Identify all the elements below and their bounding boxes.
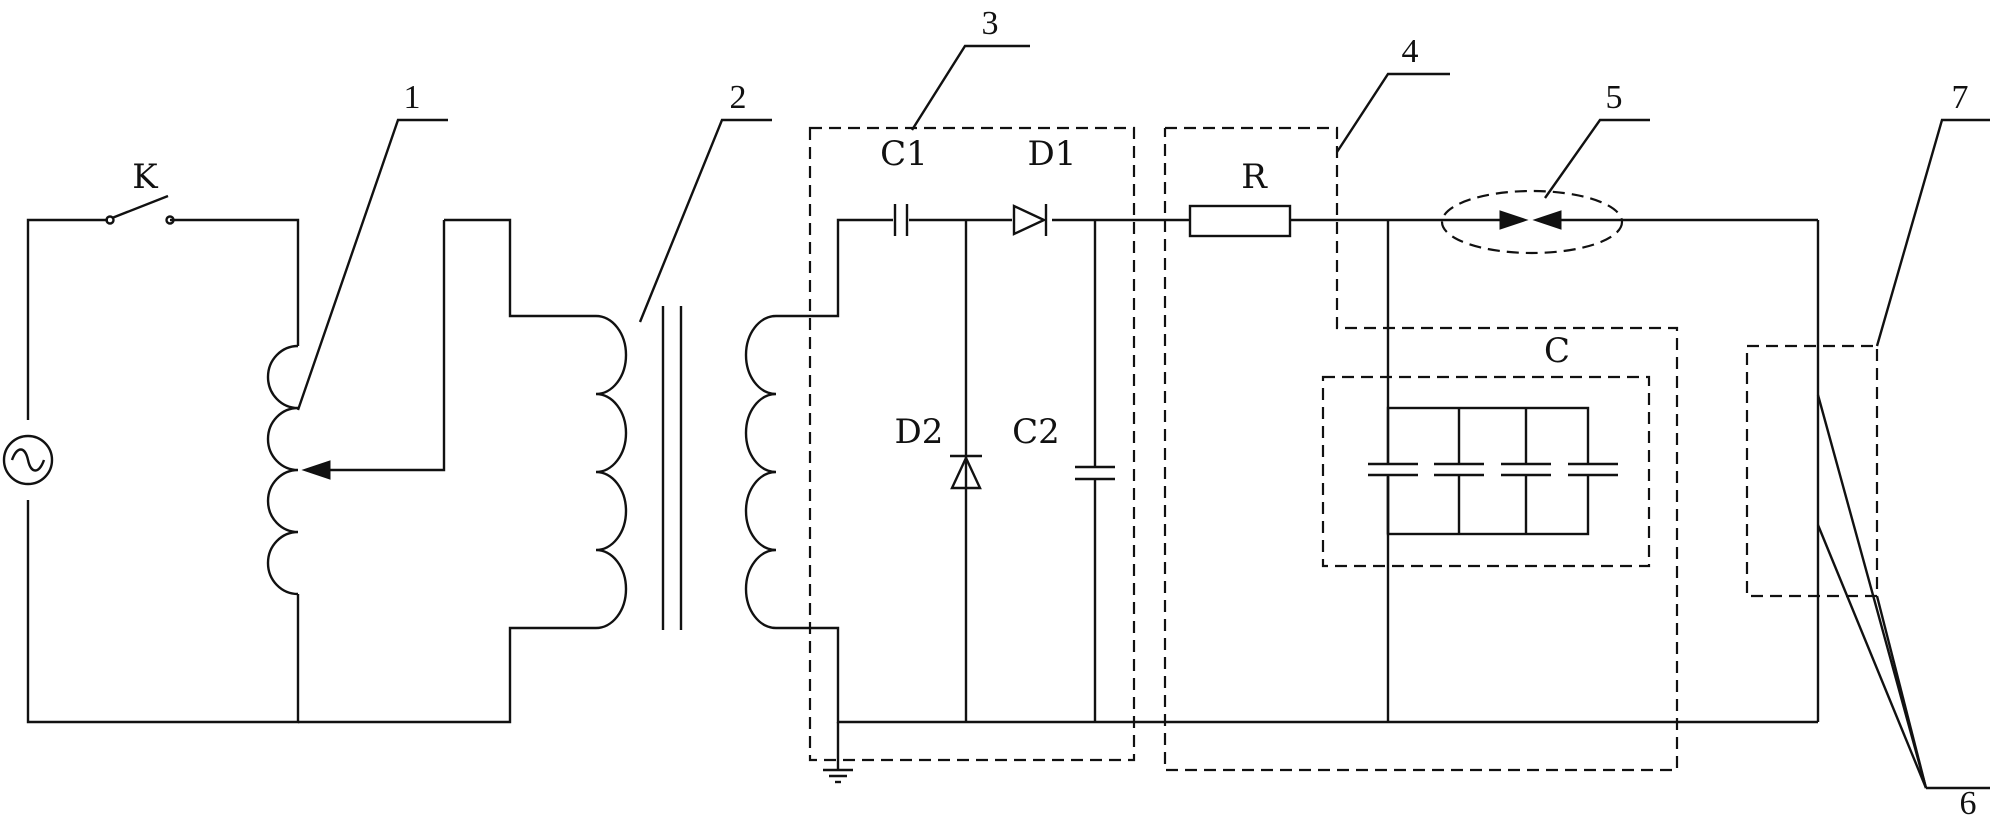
ac-source-icon (2, 434, 54, 486)
capacitor-bank-icon (1368, 406, 1620, 536)
voltage-doubler-wiring (776, 218, 1818, 770)
spark-gap-icon (1440, 189, 1624, 255)
primary-wire-top (444, 218, 596, 318)
label-d2: D2 (895, 412, 944, 452)
transformer-primary-coil-icon (595, 314, 628, 630)
input-loop (26, 218, 300, 724)
label-c2: C2 (1012, 412, 1060, 452)
diode-d1-icon (1012, 204, 1048, 236)
tap-arrow-icon (301, 460, 331, 480)
autotransformer-coil-icon (266, 344, 299, 596)
ground-icon (823, 768, 853, 784)
block-7-sample (1745, 344, 1879, 598)
label-d1: D1 (1028, 134, 1077, 174)
capacitor-c1-icon (893, 204, 909, 236)
autotransformer-tap (301, 220, 446, 480)
block-4-charging-unit (1163, 126, 1679, 772)
block-capacitor-bank (1321, 375, 1651, 568)
callout-6: 6 (1960, 785, 1977, 822)
callout-2: 2 (730, 79, 747, 116)
callout-5: 5 (1606, 79, 1623, 116)
callout-1: 1 (404, 79, 421, 116)
transformer-secondary-coil-icon (744, 314, 777, 630)
block-3-voltage-doubler (808, 126, 1136, 762)
label-c: C (1544, 331, 1570, 371)
callout-4: 4 (1402, 33, 1419, 70)
diode-d2-icon (950, 454, 982, 490)
label-switch-k: K (132, 157, 158, 197)
resistor-r-icon (1188, 204, 1292, 238)
switch-k-icon (105, 194, 175, 225)
callout-leaders (296, 44, 1990, 790)
capacitor-c2-icon (1075, 465, 1115, 481)
label-r: R (1241, 157, 1268, 197)
sample-leads (1816, 394, 1928, 789)
callout-3: 3 (982, 5, 999, 42)
primary-wire-bottom (298, 626, 596, 724)
callout-7: 7 (1952, 79, 1969, 116)
label-c1: C1 (880, 134, 928, 174)
